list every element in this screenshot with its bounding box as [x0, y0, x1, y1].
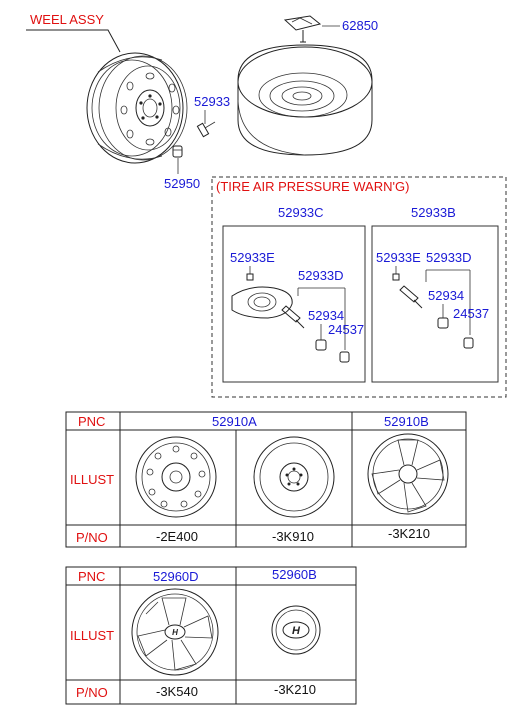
lug-nut-part — [172, 145, 183, 158]
tpms-left-group-box — [222, 225, 366, 383]
table2-pno-3k210: -3K210 — [274, 682, 316, 697]
table1-pno-2e400: -2E400 — [156, 529, 198, 544]
wheel-3k910-icon — [253, 436, 335, 518]
wheel-2e400-icon — [135, 436, 217, 518]
table2-pnc-52960d: 52960D — [153, 569, 199, 584]
table2-illust-label: ILLUST — [70, 628, 114, 643]
tpms-left-sensor-part — [231, 286, 305, 329]
table2-pno-label: P/NO — [76, 685, 108, 700]
wheel-cover-3k540-icon: H — [131, 588, 219, 676]
lug-nut-callout: 52950 — [164, 176, 200, 191]
spare-tire-illustration — [237, 44, 373, 156]
tpms-right-valve-cap-part — [463, 337, 474, 349]
weel-assy-label: WEEL ASSY — [30, 12, 104, 27]
tpms-right-valve-part — [399, 285, 423, 309]
table2-pnc-label: PNC — [78, 569, 105, 584]
tpms-left-valve-stem-part — [315, 339, 327, 351]
wheel-table-1 — [65, 411, 467, 548]
tpms-section-title: (TIRE AIR PRESSURE WARN'G) — [216, 179, 409, 194]
tpms-left-valve-cap-part — [339, 351, 350, 363]
wheel-3k210-alloy-icon — [367, 433, 449, 515]
weel-assy-leader — [26, 29, 121, 53]
tpms-right-valve-cap-label: 24537 — [453, 306, 489, 321]
table2-pno-3k540: -3K540 — [156, 684, 198, 699]
table1-pno-3k210: -3K210 — [388, 526, 430, 541]
tpms-left-sensor-cap-label: 52933E — [230, 250, 275, 265]
table1-illust-label: ILLUST — [70, 472, 114, 487]
svg-text:H: H — [292, 625, 301, 637]
tpms-right-valve-stem-label: 52934 — [428, 288, 464, 303]
spare-tire-holder-callout: 62850 — [342, 18, 378, 33]
tpms-right-group-title: 52933B — [411, 205, 456, 220]
hub-emblem-3k210-icon: H — [271, 605, 321, 655]
table1-pno-label: P/NO — [76, 530, 108, 545]
table1-pno-3k910: -3K910 — [272, 529, 314, 544]
tpms-left-valve-cap-label: 24537 — [328, 322, 364, 337]
tpms-right-group-box — [371, 225, 499, 383]
spare-tire-holder-part — [283, 15, 322, 43]
tpms-left-sensor-cap-part — [246, 273, 254, 281]
steel-wheel-illustration — [86, 52, 188, 164]
table1-pnc-52910a: 52910A — [212, 414, 257, 429]
table1-pnc-52910b: 52910B — [384, 414, 429, 429]
table1-pnc-label: PNC — [78, 414, 105, 429]
table2-pnc-52960b: 52960B — [272, 567, 317, 582]
valve-callout: 52933 — [194, 94, 230, 109]
svg-text:H: H — [172, 628, 178, 637]
tpms-right-sensor-cap-label: 52933E — [376, 250, 421, 265]
tpms-right-sensor-body-label: 52933D — [426, 250, 472, 265]
tpms-left-group-title: 52933C — [278, 205, 324, 220]
tpms-left-valve-stem-label: 52934 — [308, 308, 344, 323]
tpms-right-valve-stem-part — [437, 317, 449, 329]
tpms-left-sensor-body-label: 52933D — [298, 268, 344, 283]
valve-part — [196, 121, 216, 138]
wheel-table-2 — [65, 566, 357, 705]
tpms-dashed-frame — [211, 176, 507, 398]
tpms-right-sensor-cap-part — [392, 273, 400, 281]
